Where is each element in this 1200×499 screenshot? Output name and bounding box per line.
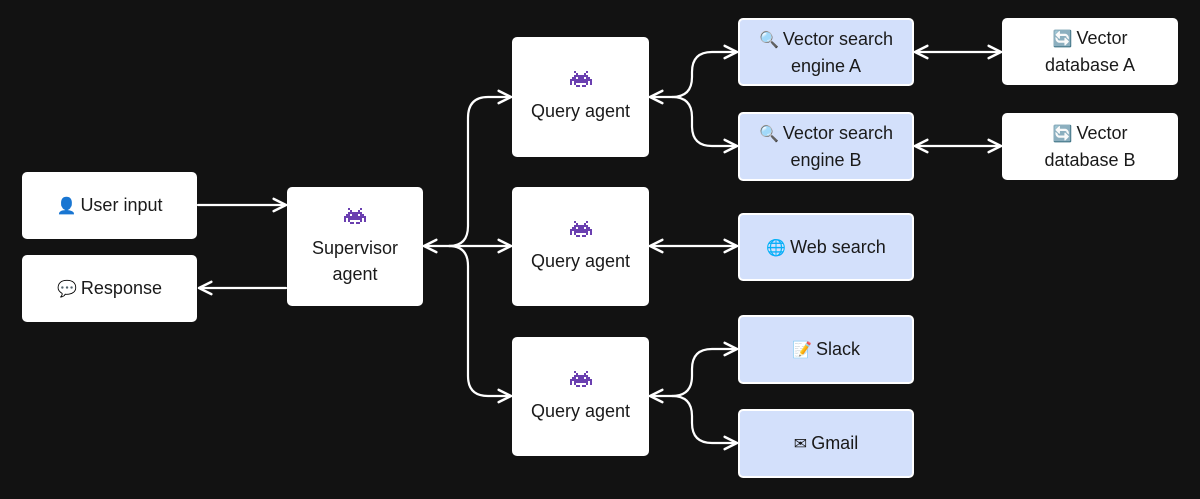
space-invader-icon [569,220,592,237]
vector-search-b-line-1: Vector search [782,123,893,143]
vector-db-a-line-2: database A [1044,55,1136,75]
vector-search-a-line-1: Vector search [782,28,893,49]
slack-node[interactable]: 📝Slack [738,315,914,384]
query-agent-label: Query agent [530,250,631,271]
edge-qa1-vsa [648,44,739,105]
vector-db-b-line-2: database B [1044,150,1136,170]
edge-qa3-slack [648,341,739,404]
vector-search-engine-a-node[interactable]: 🔍Vector search engine A [738,18,914,86]
supervisor-agent-node[interactable]: Supervisor agent [287,187,423,306]
query-agent-node-3[interactable]: Query agent [512,337,649,456]
web-search-label: Web search [790,236,886,257]
gmail-label: Gmail [811,433,859,453]
query-agent-node-1[interactable]: Query agent [512,37,649,157]
space-invader-icon [569,71,592,87]
slack-label: Slack [815,339,860,359]
user-input-node[interactable]: 👤User input [22,172,197,239]
edge-supervisor-qa3 [447,244,513,404]
vector-db-b-line-1: Vector [1076,123,1128,143]
edge-qa3-gmail [670,394,739,451]
response-node[interactable]: 💬Response [22,255,197,322]
edge-supervisor-qa1 [422,89,513,254]
response-label: Response [80,278,162,298]
globe-icon: 🌐 [766,237,787,257]
refresh-icon: 🔄 [1052,124,1073,143]
space-invader-icon [569,370,592,387]
magnifier-icon: 🔍 [759,124,779,143]
envelope-icon: ✉ [793,434,808,453]
supervisor-label-line-1: Supervisor [311,237,399,258]
vector-db-a-line-1: Vector [1076,28,1128,48]
edge-qa1-vsb [670,95,739,154]
refresh-icon: 🔄 [1052,29,1073,48]
vector-database-a-node[interactable]: 🔄Vector database A [1002,18,1178,85]
query-agent-node-2[interactable]: Query agent [512,187,649,306]
user-icon: 👤 [56,196,77,215]
memo-icon: 📝 [792,340,812,359]
magnifier-icon: 🔍 [759,29,779,49]
gmail-node[interactable]: ✉Gmail [738,409,914,478]
user-input-label: User input [80,195,163,215]
speech-bubble-icon: 💬 [57,279,77,298]
vector-search-a-line-2: engine A [790,55,862,76]
query-agent-label: Query agent [530,101,631,121]
vector-database-b-node[interactable]: 🔄Vector database B [1002,113,1178,180]
vector-search-b-line-2: engine B [790,150,862,170]
web-search-node[interactable]: 🌐Web search [738,213,914,281]
query-agent-label: Query agent [530,400,631,421]
space-invader-icon [344,207,366,224]
vector-search-engine-b-node[interactable]: 🔍Vector search engine B [738,112,914,181]
supervisor-label-line-2: agent [332,263,378,284]
